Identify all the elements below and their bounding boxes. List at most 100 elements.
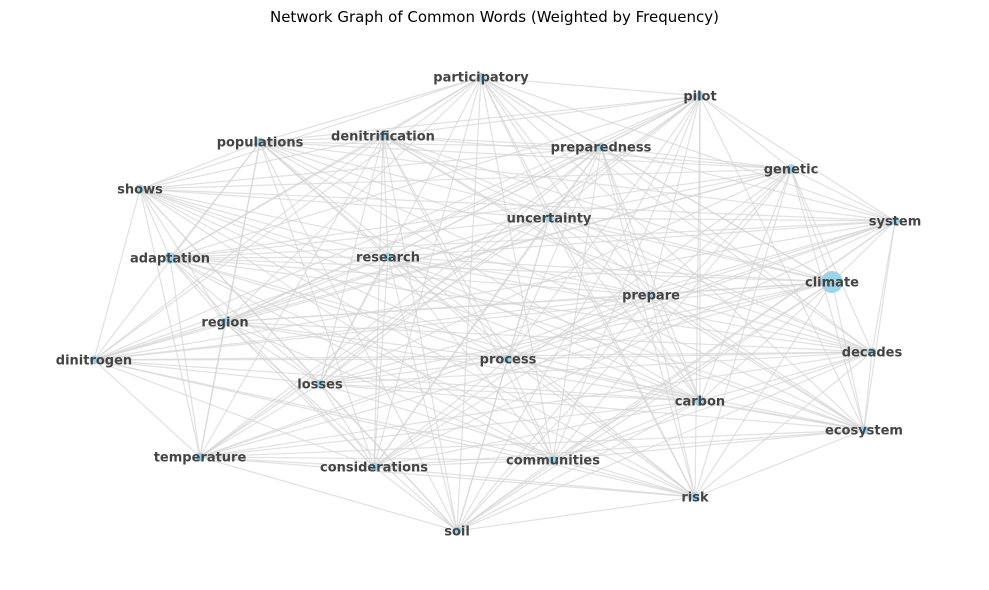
- node-shows[interactable]: [135, 184, 145, 194]
- edge-uncertainty-temperature: [199, 217, 550, 458]
- node-label-system: system: [869, 215, 922, 230]
- edge-pilot-region: [224, 95, 701, 323]
- edge-losses-ecosystem: [319, 383, 865, 431]
- node-decades[interactable]: [867, 347, 877, 357]
- edge-considerations-soil: [373, 466, 458, 532]
- edge-preparedness-carbon: [600, 146, 701, 402]
- edge-region-communities: [224, 321, 554, 461]
- node-preparedness[interactable]: [596, 142, 606, 152]
- edge-populations-genetic: [259, 141, 792, 170]
- node-considerations[interactable]: [369, 462, 379, 472]
- node-label-pilot: pilot: [683, 90, 716, 105]
- node-prepare[interactable]: [646, 290, 656, 300]
- node-ecosystem[interactable]: [859, 425, 869, 435]
- edge-shows-process: [139, 188, 509, 360]
- node-risk[interactable]: [690, 492, 700, 502]
- edge-populations-system: [259, 141, 896, 222]
- edge-temperature-considerations: [199, 456, 375, 468]
- node-process[interactable]: [503, 354, 513, 364]
- node-climate[interactable]: [821, 271, 843, 293]
- edge-genetic-risk: [694, 168, 792, 498]
- edge-decades-risk: [694, 351, 873, 498]
- edge-participatory-populations: [259, 76, 482, 143]
- edge-system-prepare: [650, 220, 896, 296]
- node-participatory[interactable]: [476, 72, 486, 82]
- edge-participatory-system: [480, 76, 896, 222]
- edge-adaptation-temperature: [169, 257, 201, 458]
- edge-ecosystem-temperature: [199, 429, 865, 458]
- node-uncertainty[interactable]: [544, 213, 554, 223]
- edge-shows-research: [139, 188, 389, 258]
- edge-risk-soil: [456, 496, 696, 532]
- chart-title: Network Graph of Common Words (Weighted …: [269, 8, 719, 26]
- node-label-genetic: genetic: [764, 163, 819, 178]
- node-losses[interactable]: [315, 379, 325, 389]
- edge-genetic-communities: [552, 168, 792, 461]
- edge-adaptation-carbon: [169, 257, 701, 402]
- edge-region-soil: [224, 321, 458, 532]
- edge-losses-temperature: [199, 383, 321, 458]
- edge-temperature-communities: [199, 456, 554, 461]
- node-research[interactable]: [383, 252, 393, 262]
- edge-genetic-system: [790, 168, 896, 222]
- edge-carbon-communities: [552, 400, 701, 461]
- edge-process-carbon: [507, 358, 701, 402]
- node-temperature[interactable]: [195, 452, 205, 462]
- edge-preparedness-system: [600, 146, 896, 222]
- node-soil[interactable]: [452, 526, 462, 536]
- node-genetic[interactable]: [786, 164, 796, 174]
- node-communities[interactable]: [548, 455, 558, 465]
- node-carbon[interactable]: [694, 395, 706, 407]
- edge-carbon-considerations: [373, 400, 701, 468]
- edge-process-ecosystem: [507, 358, 865, 431]
- node-denitrification[interactable]: [378, 131, 388, 141]
- node-label-preparedness: preparedness: [551, 141, 652, 156]
- edge-decades-temperature: [199, 351, 873, 458]
- edge-adaptation-process: [169, 257, 509, 360]
- edge-pilot-soil: [456, 95, 701, 532]
- edge-denitrification-preparedness: [382, 135, 602, 148]
- node-pilot[interactable]: [695, 91, 705, 101]
- edge-climate-dinitrogen: [93, 281, 833, 361]
- edge-system-climate: [831, 220, 896, 283]
- edge-preparedness-genetic: [600, 146, 792, 170]
- edge-communities-soil: [456, 459, 554, 532]
- node-label-soil: soil: [444, 525, 470, 540]
- edge-participatory-region: [224, 76, 482, 323]
- edge-adaptation-research: [169, 256, 389, 259]
- node-system[interactable]: [890, 216, 900, 226]
- node-populations[interactable]: [255, 137, 265, 147]
- edge-preparedness-shows: [139, 146, 602, 190]
- node-region[interactable]: [220, 317, 230, 327]
- node-layer: [89, 72, 900, 536]
- edge-layer: [93, 76, 896, 532]
- edge-denitrification-temperature: [199, 135, 384, 458]
- edge-prepare-process: [507, 294, 652, 360]
- edge-pilot-dinitrogen: [93, 95, 701, 361]
- edge-populations-shows: [139, 141, 261, 190]
- node-label-populations: populations: [217, 136, 304, 151]
- edge-climate-soil: [456, 281, 833, 532]
- edge-region-considerations: [224, 321, 375, 468]
- node-label-prepare: prepare: [622, 289, 680, 304]
- edge-system-research: [387, 220, 896, 258]
- edge-prepare-dinitrogen: [93, 294, 652, 361]
- edge-participatory-dinitrogen: [93, 76, 482, 361]
- edge-preparedness-temperature: [199, 146, 602, 458]
- edge-research-region: [224, 256, 389, 323]
- node-adaptation[interactable]: [164, 252, 176, 264]
- edge-participatory-decades: [480, 76, 873, 353]
- edge-region-ecosystem: [224, 321, 865, 431]
- edge-uncertainty-system: [548, 217, 896, 222]
- edge-pilot-ecosystem: [699, 95, 865, 431]
- edge-system-soil: [456, 220, 896, 532]
- node-dinitrogen[interactable]: [89, 355, 99, 365]
- edge-denitrification-uncertainty: [382, 135, 550, 219]
- edge-uncertainty-research: [387, 217, 550, 258]
- edge-adaptation-climate: [169, 257, 833, 283]
- edge-dinitrogen-losses: [93, 359, 321, 385]
- edge-dinitrogen-communities: [93, 359, 554, 461]
- edge-genetic-shows: [139, 168, 792, 190]
- edge-temperature-risk: [199, 456, 696, 498]
